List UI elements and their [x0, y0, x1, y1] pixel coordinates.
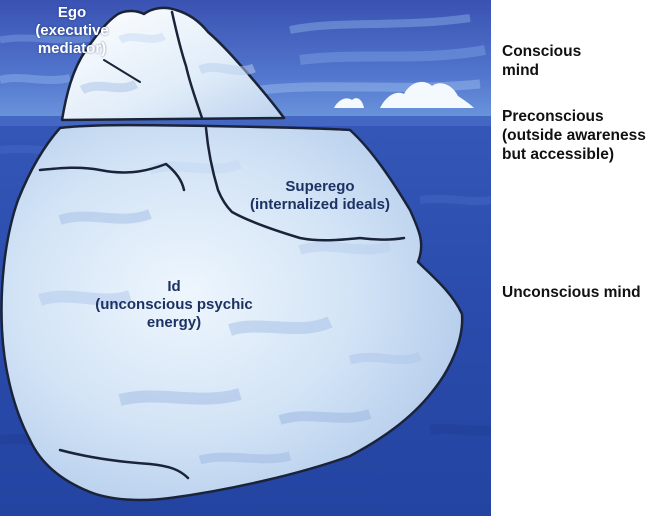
ego-peak-crack — [170, 10, 204, 120]
ego-pointer-line — [103, 59, 141, 83]
sky-strokes — [0, 14, 486, 95]
superego-label: Superego (internalized ideals) — [249, 178, 391, 213]
ego-texture — [79, 32, 256, 95]
ice-cracks — [38, 126, 406, 480]
ego-label: Ego (executive mediator) — [35, 4, 109, 57]
left-crack — [38, 162, 186, 192]
id-label: Id (unconscious psychic energy) — [95, 278, 253, 331]
bottom-crack — [58, 448, 190, 480]
ice-texture — [38, 159, 423, 465]
distant-icebergs — [334, 81, 474, 108]
superego-crack — [204, 126, 406, 242]
unconscious-mind-label: Unconscious mind — [502, 284, 641, 301]
preconscious-label: Preconscious (outside awareness but acce… — [502, 108, 646, 163]
iceberg-illustration — [0, 0, 491, 516]
waterline — [0, 116, 491, 126]
conscious-mind-label: Conscious mind — [502, 43, 582, 79]
